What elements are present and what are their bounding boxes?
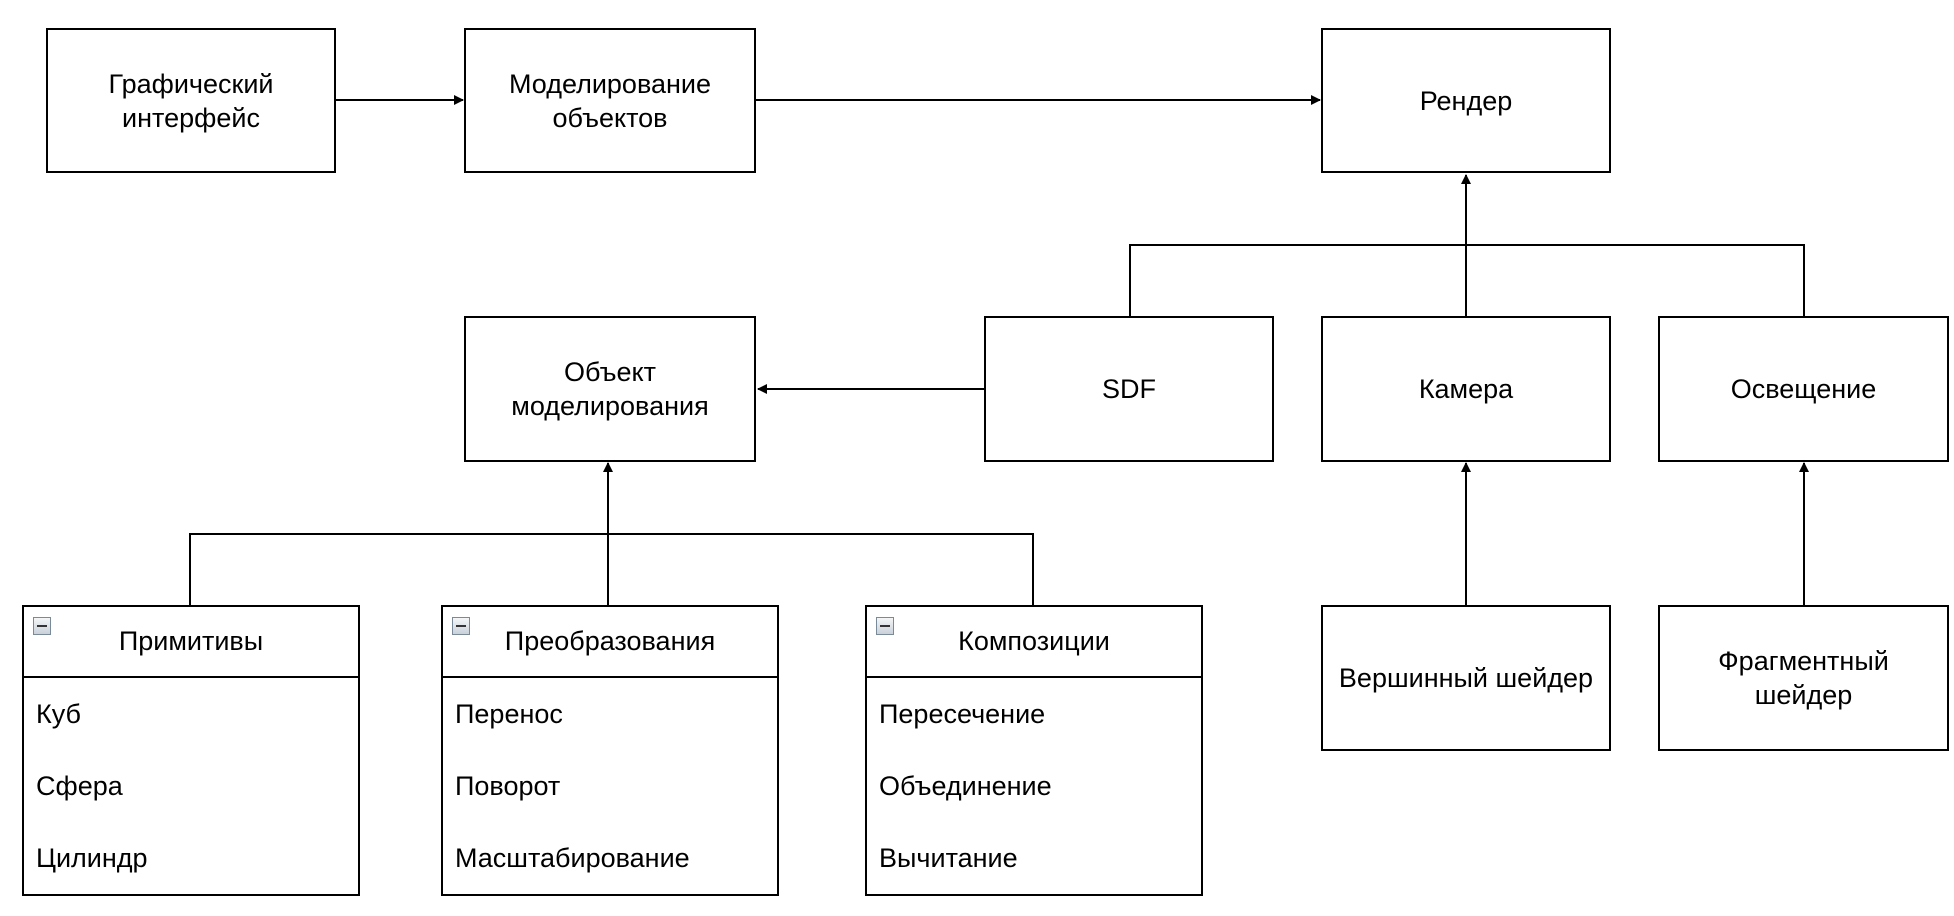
node-modeling: Моделирование объектов <box>464 28 756 173</box>
list-primitives: Примитивы Куб Сфера Цилиндр <box>22 605 360 896</box>
node-sdf: SDF <box>984 316 1274 462</box>
list-item: Вычитание <box>879 842 1018 873</box>
node-model-object: Объект моделирования <box>464 316 756 462</box>
list-primitives-header: Примитивы <box>24 607 358 678</box>
node-render: Рендер <box>1321 28 1611 173</box>
collapse-icon[interactable] <box>876 617 894 635</box>
list-compositions-title: Композиции <box>958 626 1110 656</box>
list-compositions-header: Композиции <box>867 607 1201 678</box>
node-gui: Графический интерфейс <box>46 28 336 173</box>
list-item: Цилиндр <box>36 842 148 873</box>
node-fragment-shader: Фрагментный шейдер <box>1658 605 1949 751</box>
list-transforms-header: Преобразования <box>443 607 777 678</box>
collapse-icon[interactable] <box>33 617 51 635</box>
node-lighting: Освещение <box>1658 316 1949 462</box>
list-item: Объединение <box>879 770 1052 801</box>
list-compositions: Композиции Пересечение Объединение Вычит… <box>865 605 1203 896</box>
list-item: Пересечение <box>879 698 1046 729</box>
list-item: Перенос <box>455 698 563 729</box>
node-camera: Камера <box>1321 316 1611 462</box>
list-item: Куб <box>36 698 81 729</box>
list-transforms-title: Преобразования <box>504 626 716 656</box>
list-item: Сфера <box>36 770 123 801</box>
list-primitives-title: Примитивы <box>118 626 264 656</box>
connector-object-children <box>189 533 1034 606</box>
collapse-icon[interactable] <box>452 617 470 635</box>
list-item: Поворот <box>455 770 561 801</box>
list-item: Масштабирование <box>455 842 690 873</box>
list-transforms: Преобразования Перенос Поворот Масштабир… <box>441 605 779 896</box>
node-vertex-shader: Вершинный шейдер <box>1321 605 1611 751</box>
